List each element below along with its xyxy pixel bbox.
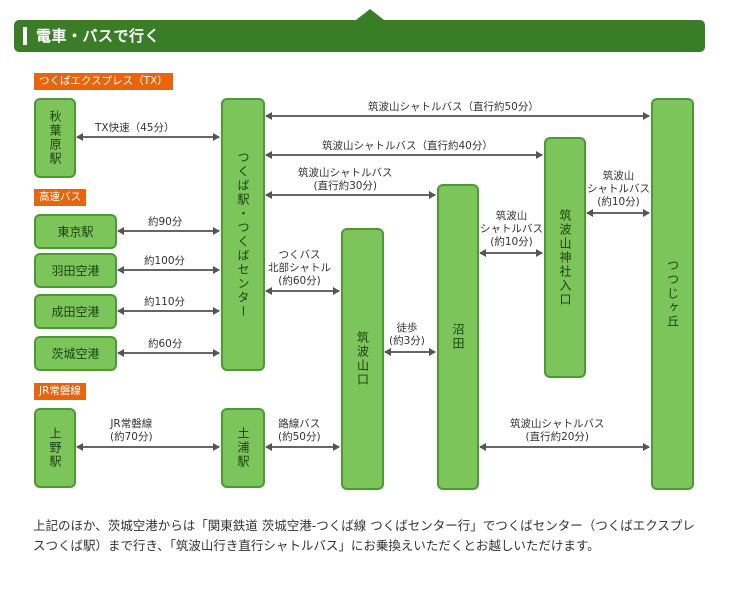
header-notch <box>356 9 384 20</box>
station-tokyo: 東京駅 <box>34 214 117 249</box>
label-haneda: 約100分 <box>144 255 186 267</box>
label-numata-jinja: 筑波山 シャトルバス (約10分) <box>480 210 543 248</box>
footer-note: 上記のほか、茨城空港からは「関東鉄道 茨城空港-つくば線 つくばセンター行」でつ… <box>33 518 695 553</box>
tag-jr-joban: JR常磐線 <box>34 383 86 400</box>
label-shuttle20: 筑波山シャトルバス (直行約20分) <box>510 418 605 443</box>
section-title: 電車・バスで行く <box>36 27 161 45</box>
tag-tsukuba-express: つくばエクスプレス（TX） <box>34 73 173 90</box>
tag-highway-bus: 高速バス <box>34 189 86 206</box>
station-numata: 沼田 <box>437 184 479 490</box>
station-ibaraki: 茨城空港 <box>34 336 117 371</box>
label-tokyo: 約90分 <box>148 216 183 228</box>
station-tsuchiura: 土浦駅 <box>221 408 265 488</box>
label-narita: 約110分 <box>144 296 186 308</box>
label-shuttle30: 筑波山シャトルバス (直行約30分) <box>298 167 393 192</box>
label-walk: 徒歩 (約3分) <box>389 322 425 347</box>
label-shuttle50: 筑波山シャトルバス（直行約50分） <box>368 101 539 113</box>
header-accent-bar <box>23 27 27 45</box>
station-tsukuba: つくば駅・つくばセンター <box>221 98 265 371</box>
station-narita: 成田空港 <box>34 294 117 329</box>
label-ibaraki: 約60分 <box>148 338 183 350</box>
label-rosen: 路線バス (約50分) <box>278 418 321 443</box>
station-tsukubasanguchi: 筑波山口 <box>341 228 384 490</box>
station-ueno: 上野駅 <box>34 408 76 488</box>
label-jinja-tsutsuji: 筑波山 シャトルバス (約10分) <box>587 170 650 208</box>
label-tx: TX快速（45分） <box>95 122 175 134</box>
station-akihabara: 秋葉原駅 <box>34 98 76 178</box>
station-tsutsujigaoka: つつじヶ丘 <box>651 98 694 490</box>
section-header: 電車・バスで行く <box>14 9 705 52</box>
label-shuttle40: 筑波山シャトルバス（直行約40分） <box>322 140 493 152</box>
label-tsukubabus: つくバス 北部シャトル (約60分) <box>268 249 331 287</box>
station-jinja-iriguchi: 筑波山神社入口 <box>544 137 586 378</box>
station-haneda: 羽田空港 <box>34 253 117 288</box>
label-jr: JR常磐線 (約70分) <box>110 418 153 443</box>
